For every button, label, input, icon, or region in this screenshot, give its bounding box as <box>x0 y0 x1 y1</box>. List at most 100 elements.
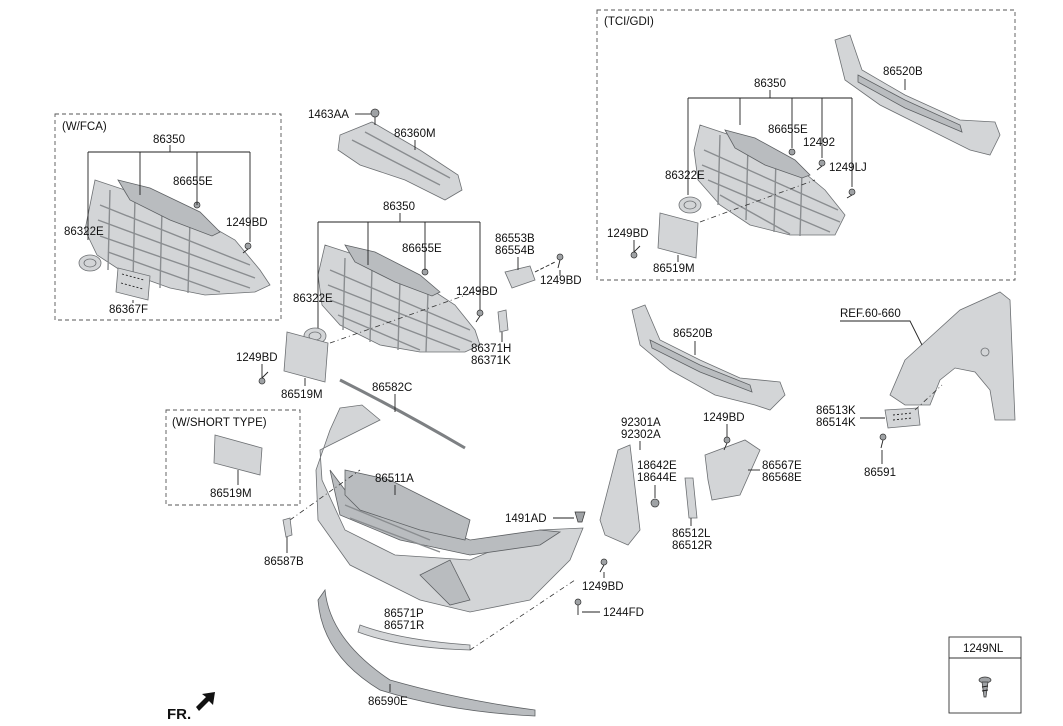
label-1463AA: 1463AA <box>308 109 349 121</box>
tci-dash-line <box>699 179 816 223</box>
ref-label: REF.60-660 <box>840 308 901 320</box>
short-type-group-box <box>165 409 301 506</box>
label-86571R: 86571R <box>384 620 424 632</box>
fca-group-box <box>54 113 282 321</box>
label-1249BD-e: 1249BD <box>703 412 745 424</box>
label-86590E: 86590E <box>368 696 408 708</box>
fca-label-86655E: 86655E <box>173 176 213 188</box>
fca-grille-part <box>84 179 271 296</box>
label-1244FD: 1244FD <box>603 607 644 619</box>
fca-screw-icon <box>242 242 252 254</box>
label-18644E: 18644E <box>637 472 677 484</box>
tci-absorber-86520B-part <box>834 34 1001 156</box>
tci-label-86322E: 86322E <box>665 170 705 182</box>
bolt-1244FD-icon <box>574 598 582 615</box>
fca-label-86322E: 86322E <box>64 226 104 238</box>
center-screw-icon <box>475 309 484 323</box>
screw-1249BD-e-icon <box>723 436 731 451</box>
absorber-86520B-part <box>631 304 786 411</box>
label-86371K: 86371K <box>471 355 511 367</box>
label-center-86322E: 86322E <box>293 293 333 305</box>
label-tci-86520B: 86520B <box>883 66 923 78</box>
tci-screw-12492-icon <box>816 159 826 171</box>
label-86567E: 86567E <box>762 460 802 472</box>
tci-label-1249BD: 1249BD <box>607 228 649 240</box>
tci-plate-86519M-part <box>657 212 699 259</box>
tci-emblem <box>678 196 702 214</box>
label-center-86519M: 86519M <box>281 389 323 401</box>
label-92302A: 92302A <box>621 429 661 441</box>
label-86591: 86591 <box>864 467 896 479</box>
label-86511A: 86511A <box>375 473 414 485</box>
label-1249BD-b: 1249BD <box>540 275 582 287</box>
label-86568E: 86568E <box>762 472 802 484</box>
bracket-86587B-part <box>282 517 293 538</box>
label-86514K: 86514K <box>816 417 856 429</box>
screw-icon <box>978 676 992 698</box>
tci-label-12492: 12492 <box>803 137 835 149</box>
center-grille-part <box>317 244 481 353</box>
tci-label-86655E: 86655E <box>768 124 808 136</box>
tci-screw-1249LJ-icon <box>846 188 856 199</box>
label-center-86350: 86350 <box>383 201 415 213</box>
label-short-86519M: 86519M <box>210 488 252 500</box>
short-type-plate-part <box>213 434 263 476</box>
label-86512L: 86512L <box>672 528 711 540</box>
fender-ref-part <box>889 291 1016 421</box>
tci-nut-icon <box>788 148 796 156</box>
screw-1249BD-d-icon <box>599 558 608 573</box>
front-direction-label: FR. <box>167 706 191 723</box>
label-86513K: 86513K <box>816 405 856 417</box>
label-1491AD: 1491AD <box>505 513 547 525</box>
fca-leader-lines <box>87 145 251 242</box>
fca-emblem <box>78 254 102 272</box>
fca-label-86350: 86350 <box>153 134 185 146</box>
label-center-86655E: 86655E <box>402 243 442 255</box>
fca-label-86367F: 86367F <box>109 304 148 316</box>
lower-lip-86590E-part <box>317 588 536 717</box>
fca-group-title: (W/FCA) <box>62 121 107 133</box>
tci-label-86350: 86350 <box>754 78 786 90</box>
label-1249BD-d: 1249BD <box>582 581 624 593</box>
ref-leader <box>840 320 923 346</box>
label-86371H: 86371H <box>471 343 511 355</box>
label-86360M: 86360M <box>394 128 436 140</box>
legend-code: 1249NL <box>963 643 1004 655</box>
front-arrow-icon <box>196 692 215 711</box>
label-92301A: 92301A <box>621 417 661 429</box>
fender-bracket-86513K-part <box>884 407 921 429</box>
tci-grille-part <box>693 124 846 237</box>
bracket-92301A-part <box>599 444 641 546</box>
screw-86591-icon <box>879 433 887 449</box>
label-86571P: 86571P <box>384 608 424 620</box>
tci-label-86519M: 86519M <box>653 263 695 275</box>
tci-label-1249LJ: 1249LJ <box>829 162 867 174</box>
fastener-1491AD-icon <box>574 511 586 523</box>
tci-gdi-group-title: (TCI/GDI) <box>604 16 654 28</box>
label-18642E: 18642E <box>637 460 677 472</box>
center-leader-lines <box>317 213 481 328</box>
label-86587B: 86587B <box>264 556 304 568</box>
tci-leader-lines <box>687 90 853 195</box>
clip-86371H-part <box>497 309 509 333</box>
plate-dash-line <box>329 289 481 344</box>
label-86554B: 86554B <box>495 245 535 257</box>
label-86553B: 86553B <box>495 233 535 245</box>
license-plate-bracket-center <box>283 331 329 383</box>
molding-86582C-part <box>339 378 466 450</box>
bumper-dash-line-left <box>289 469 361 521</box>
grille-insert-86511A <box>344 469 471 541</box>
front-bumper-part <box>315 404 584 613</box>
plate-screw-icon <box>258 371 269 385</box>
upper-cover-part <box>337 121 463 201</box>
label-center-86520B: 86520B <box>673 328 713 340</box>
fca-bracket-86367F <box>115 267 151 301</box>
reflector-86512L-part <box>684 477 698 519</box>
bracket-86567E-part <box>704 439 761 501</box>
label-1249BD-c: 1249BD <box>236 352 278 364</box>
socket-18642E-icon <box>650 498 660 508</box>
legend-box <box>948 636 1022 714</box>
label-86582C: 86582C <box>372 382 412 394</box>
tci-gdi-group-box <box>596 9 1016 281</box>
